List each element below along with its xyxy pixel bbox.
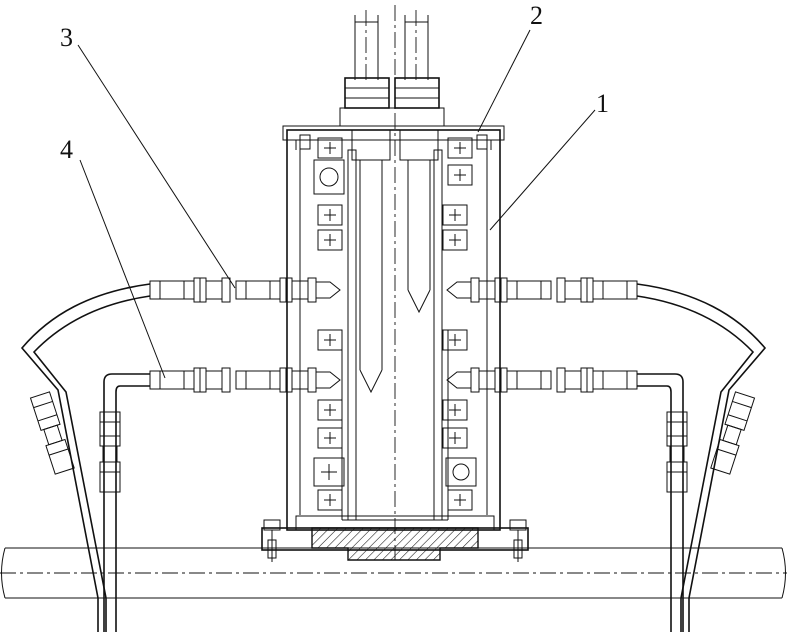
outer-curved-hoses	[20, 283, 767, 632]
leader-lines	[77, 29, 596, 379]
upper-fitting-row	[149, 277, 638, 303]
callout-label-3: 3	[60, 23, 73, 52]
internal-bearings	[313, 137, 477, 511]
lower-fitting-row	[149, 367, 638, 393]
inner-vertical-pipes	[99, 373, 688, 632]
callout-label-1: 1	[596, 89, 609, 118]
callout-label-2: 2	[530, 1, 543, 30]
core-cylinders	[341, 129, 449, 521]
callout-label-4: 4	[60, 135, 73, 164]
top-rods	[339, 10, 445, 127]
